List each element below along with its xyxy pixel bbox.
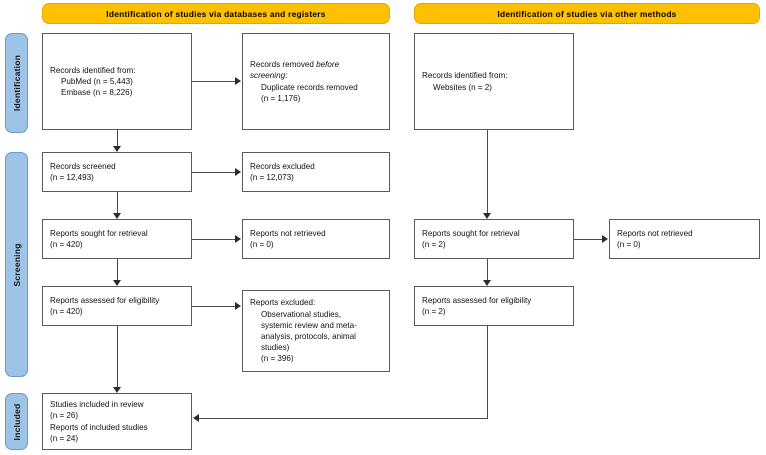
reports-excluded-line3: systemic review and meta- bbox=[261, 320, 357, 330]
stage-tab-screening-label: Screening bbox=[11, 242, 22, 287]
connector-sought-to-assessed-right bbox=[487, 259, 488, 280]
arrowhead-identified-to-removed bbox=[235, 77, 241, 85]
arrowhead-screened-to-sought bbox=[113, 213, 121, 219]
header-other-methods: Identification of studies via other meth… bbox=[414, 3, 760, 24]
records-excluded-count: (n = 12,073) bbox=[250, 173, 294, 182]
records-identified-pubmed: PubMed (n = 5,443) bbox=[61, 76, 133, 86]
box-records-screened: Records screened (n = 12,493) bbox=[42, 152, 192, 192]
records-removed-duplicates: Duplicate records removed bbox=[261, 82, 358, 92]
header-databases-registers: Identification of studies via databases … bbox=[42, 3, 390, 24]
arrowhead-assessed-right-to-included bbox=[193, 414, 199, 422]
arrowhead-assessed-to-excluded bbox=[235, 302, 241, 310]
stage-tab-identification-label: Identification bbox=[11, 54, 22, 112]
arrowhead-sought-to-assessed-right bbox=[483, 280, 491, 286]
connector-assessed-right-down bbox=[487, 326, 488, 419]
stage-tab-screening: Screening bbox=[5, 152, 28, 377]
reports-excluded-line1: Reports excluded: bbox=[250, 298, 316, 308]
connector-screened-to-sought bbox=[117, 192, 118, 213]
records-removed-line2: screening: bbox=[250, 70, 382, 81]
records-screened-count: (n = 12,493) bbox=[50, 173, 94, 182]
records-identified-line1: Records identified from: bbox=[50, 65, 136, 75]
box-studies-included: Studies included in review (n = 26) Repo… bbox=[42, 393, 192, 450]
box-reports-assessed-left: Reports assessed for eligibility (n = 42… bbox=[42, 286, 192, 326]
reports-assessed-right-count: (n = 2) bbox=[422, 307, 446, 316]
connector-websites-to-sought-right bbox=[487, 130, 488, 213]
records-removed-line2-a: screening bbox=[250, 71, 286, 81]
box-records-excluded: Records excluded (n = 12,073) bbox=[242, 152, 390, 192]
connector-sought-to-not-retrieved-right bbox=[574, 239, 602, 240]
reports-not-retrieved-right-count: (n = 0) bbox=[617, 240, 641, 249]
records-identified-embase: Embase (n = 8,226) bbox=[61, 88, 133, 98]
reports-sought-left-count: (n = 420) bbox=[50, 240, 83, 249]
box-reports-assessed-right: Reports assessed for eligibility (n = 2) bbox=[414, 286, 574, 326]
studies-included-count: (n = 26) bbox=[50, 411, 79, 421]
arrowhead-sought-to-assessed-left bbox=[113, 280, 121, 286]
box-records-identified-databases: Records identified from: PubMed (n = 5,4… bbox=[42, 33, 192, 130]
reports-included-line1: Reports of included studies bbox=[50, 422, 148, 432]
box-records-removed-before-screening: Records removed before screening: Duplic… bbox=[242, 33, 390, 130]
stage-tab-identification: Identification bbox=[5, 33, 28, 133]
reports-sought-right-line1: Reports sought for retrieval bbox=[422, 228, 520, 238]
arrowhead-screened-to-excluded bbox=[235, 168, 241, 176]
arrowhead-websites-to-sought-right bbox=[483, 213, 491, 219]
connector-assessed-to-excluded bbox=[192, 306, 235, 307]
box-reports-sought-right: Reports sought for retrieval (n = 2) bbox=[414, 219, 574, 259]
box-reports-not-retrieved-left: Reports not retrieved (n = 0) bbox=[242, 219, 390, 259]
connector-assessed-to-included bbox=[117, 326, 118, 387]
reports-excluded-line2: Observational studies, bbox=[261, 309, 342, 319]
records-removed-line1-a: Records removed bbox=[250, 60, 317, 70]
studies-included-line1: Studies included in review bbox=[50, 400, 144, 410]
reports-not-retrieved-left-count: (n = 0) bbox=[250, 240, 274, 249]
records-removed-count: (n = 1,176) bbox=[261, 93, 301, 103]
reports-sought-right-count: (n = 2) bbox=[422, 240, 446, 249]
connector-identified-to-screened bbox=[117, 130, 118, 146]
reports-not-retrieved-right-line1: Reports not retrieved bbox=[617, 228, 693, 238]
records-excluded-line1: Records excluded bbox=[250, 161, 315, 171]
records-removed-line1-b: before bbox=[316, 60, 340, 70]
box-reports-excluded: Reports excluded: Observational studies,… bbox=[242, 290, 390, 372]
box-reports-sought-left: Reports sought for retrieval (n = 420) bbox=[42, 219, 192, 259]
records-identified-websites: Websites (n = 2) bbox=[433, 82, 493, 92]
box-reports-not-retrieved-right: Reports not retrieved (n = 0) bbox=[609, 219, 760, 259]
connector-screened-to-excluded bbox=[192, 172, 235, 173]
records-removed-line1: Records removed before bbox=[250, 59, 382, 70]
stage-tab-included: Included bbox=[5, 393, 28, 450]
connector-sought-to-assessed-left bbox=[117, 259, 118, 280]
records-identified-other-line1: Records identified from: bbox=[422, 71, 508, 81]
connector-sought-to-not-retrieved-left bbox=[192, 239, 235, 240]
reports-excluded-count: (n = 396) bbox=[261, 354, 294, 364]
box-records-identified-other: Records identified from: Websites (n = 2… bbox=[414, 33, 574, 130]
reports-excluded-line5: studies) bbox=[261, 343, 290, 353]
arrowhead-sought-to-not-retrieved-right bbox=[602, 235, 608, 243]
reports-not-retrieved-left-line1: Reports not retrieved bbox=[250, 228, 326, 238]
reports-assessed-left-line1: Reports assessed for eligibility bbox=[50, 295, 160, 305]
records-screened-line1: Records screened bbox=[50, 161, 116, 171]
connector-identified-to-removed bbox=[192, 81, 235, 82]
arrowhead-identified-to-screened bbox=[113, 146, 121, 152]
header-other-methods-label: Identification of studies via other meth… bbox=[497, 8, 677, 19]
connector-assessed-right-to-included bbox=[199, 418, 488, 419]
records-removed-line2-b: : bbox=[285, 71, 288, 81]
stage-tab-included-label: Included bbox=[11, 403, 22, 440]
reports-excluded-line4: analysis, protocols, animal bbox=[261, 332, 356, 341]
header-databases-registers-label: Identification of studies via databases … bbox=[106, 8, 326, 19]
reports-sought-left-line1: Reports sought for retrieval bbox=[50, 228, 148, 238]
arrowhead-assessed-to-included bbox=[113, 387, 121, 393]
arrowhead-sought-to-not-retrieved-left bbox=[235, 235, 241, 243]
reports-assessed-right-line1: Reports assessed for eligibility bbox=[422, 295, 532, 305]
reports-assessed-left-count: (n = 420) bbox=[50, 307, 83, 316]
reports-included-count: (n = 24) bbox=[50, 433, 79, 443]
